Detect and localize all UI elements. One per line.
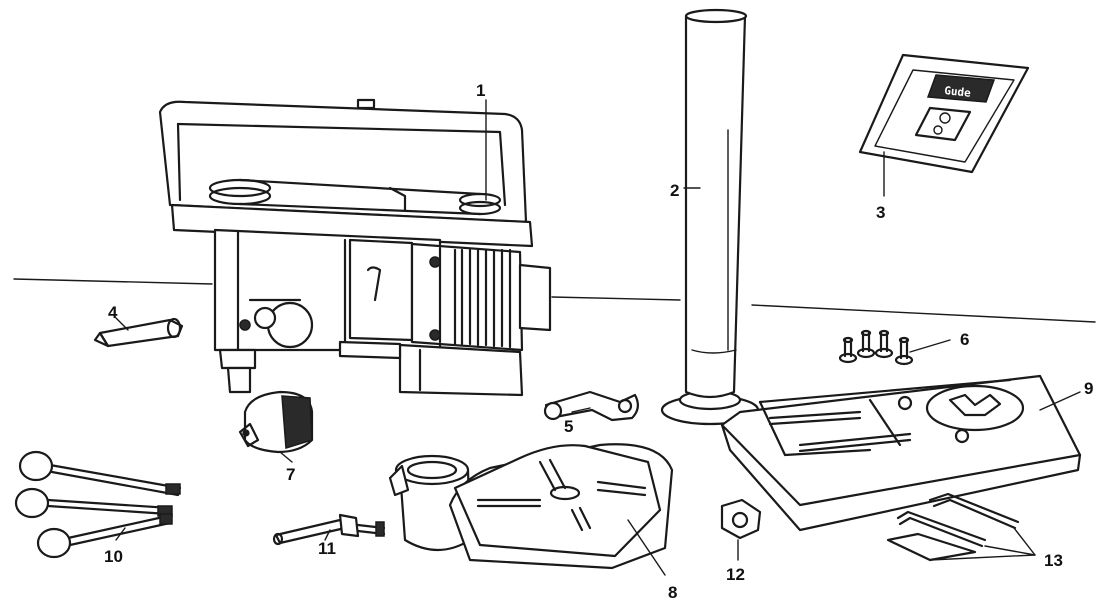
label-12: 12 bbox=[726, 565, 745, 584]
drill-head bbox=[158, 98, 552, 397]
label-10: 10 bbox=[104, 547, 123, 566]
chuck bbox=[238, 390, 314, 454]
label-9: 9 bbox=[1084, 379, 1093, 398]
label-8: 8 bbox=[668, 583, 677, 602]
work-table bbox=[388, 443, 674, 570]
hex-keys-and-wedge bbox=[886, 492, 1020, 562]
label-1: 1 bbox=[476, 81, 485, 100]
label-4: 4 bbox=[108, 303, 118, 322]
feed-handles bbox=[14, 450, 182, 559]
floor-line bbox=[13, 278, 1096, 323]
label-5: 5 bbox=[564, 417, 573, 436]
manual: Gude bbox=[858, 53, 1030, 174]
nut bbox=[720, 498, 762, 540]
leader-lines bbox=[115, 99, 1081, 576]
base bbox=[720, 374, 1082, 532]
chuck-arbor bbox=[93, 317, 184, 348]
table-lock-handle bbox=[272, 513, 386, 546]
part-labels: 1 2 3 4 5 6 7 8 9 10 11 12 13 bbox=[104, 81, 1093, 602]
label-11: 11 bbox=[318, 539, 336, 558]
label-6: 6 bbox=[960, 330, 969, 349]
column bbox=[660, 8, 760, 426]
label-13: 13 bbox=[1044, 551, 1063, 570]
label-2: 2 bbox=[670, 181, 679, 200]
manual-cover-text: Gude bbox=[944, 84, 972, 100]
bolts bbox=[838, 329, 914, 366]
feed-handle-hub bbox=[543, 390, 639, 422]
label-7: 7 bbox=[286, 465, 295, 484]
label-3: 3 bbox=[876, 203, 885, 222]
